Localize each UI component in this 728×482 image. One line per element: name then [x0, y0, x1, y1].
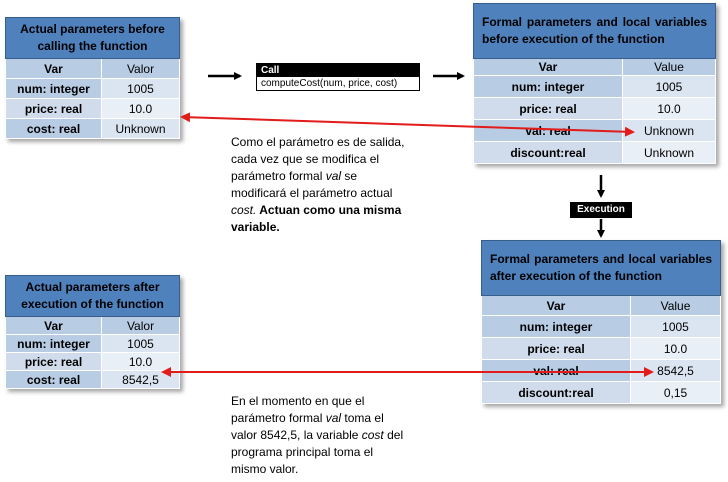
- note-line: programa principal toma el: [231, 445, 374, 459]
- note-bold: variable.: [231, 220, 280, 234]
- note-bold: Actuan como una misma: [256, 203, 402, 217]
- var-name-cell: cost: real: [5, 118, 102, 139]
- note-line: Como el parámetro es de salida,: [231, 135, 405, 149]
- note-line: modificará el parámetro actual: [231, 186, 393, 200]
- var-name-cell: num: integer: [5, 78, 102, 99]
- var-value-cell: Unknown: [622, 119, 716, 142]
- var-value-cell: 1005: [101, 78, 180, 99]
- column-header-var: Var: [481, 295, 631, 316]
- var-name-cell: cost: real: [5, 370, 102, 389]
- link-arrow-cost-val-before: [180, 112, 635, 137]
- var-value-cell: Unknown: [101, 118, 180, 139]
- table-actual-before: Actual parameters before calling the fun…: [5, 17, 180, 139]
- var-value-cell: 0,15: [630, 381, 721, 404]
- call-signature: computeCost(num, price, cost): [261, 78, 398, 89]
- column-header-value: Value: [630, 295, 721, 316]
- var-name-cell: discount:real: [481, 381, 631, 404]
- var-value-cell: 1005: [630, 315, 721, 338]
- explanation-note-bottom: En el momento en que el parámetro formal…: [231, 393, 431, 478]
- column-header-var: Var: [473, 58, 623, 76]
- note-line: variable.: [231, 219, 431, 236]
- note-emphasis: cost.: [231, 203, 257, 217]
- var-name-cell: discount:real: [473, 141, 623, 164]
- note-text: parámetro formal: [231, 411, 326, 425]
- call-label: Call: [257, 64, 419, 77]
- table-actual-after: Actual parameters after execution of the…: [5, 275, 180, 389]
- execution-label: Execution: [570, 202, 632, 218]
- var-name-cell: price: real: [5, 98, 102, 119]
- table-title: Formal parameters and local variables af…: [481, 240, 721, 296]
- var-value-cell: 10.0: [630, 337, 721, 360]
- note-line: parámetro formal val se: [231, 168, 431, 185]
- table-formal-before: Formal parameters and local variables be…: [473, 3, 716, 164]
- note-emphasis: val: [325, 411, 342, 425]
- table-title: Actual parameters after execution of the…: [5, 275, 180, 317]
- var-value-cell: 10.0: [101, 352, 180, 371]
- call-box: Call computeCost(num, price, cost): [256, 63, 420, 91]
- note-text: parámetro formal: [231, 169, 326, 183]
- note-line: mismo valor.: [231, 462, 299, 476]
- var-value-cell: 10.0: [622, 97, 716, 120]
- note-text: toma el: [341, 411, 384, 425]
- table-formal-after: Formal parameters and local variables af…: [481, 240, 721, 404]
- table-title: Formal parameters and local variables be…: [473, 3, 716, 59]
- column-header-value: Valor: [101, 316, 180, 335]
- table-title: Actual parameters before calling the fun…: [5, 17, 180, 59]
- var-value-cell: Unknown: [622, 141, 716, 164]
- var-value-cell: 8542,5: [101, 370, 180, 389]
- var-name-cell: num: integer: [5, 334, 102, 353]
- note-line: valor 8542,5, la variable cost del: [231, 427, 431, 444]
- note-line: cada vez que se modifica el: [231, 152, 380, 166]
- note-emphasis: cost: [361, 428, 384, 442]
- note-text: del: [383, 428, 404, 442]
- column-header-var: Var: [5, 58, 102, 79]
- explanation-note-top: Como el parámetro es de salida, cada vez…: [231, 134, 431, 236]
- note-emphasis: val: [325, 169, 342, 183]
- note-text: valor 8542,5, la variable: [231, 428, 362, 442]
- var-name-cell: num: integer: [481, 315, 631, 338]
- note-line: parámetro formal val toma el: [231, 410, 431, 427]
- note-line: cost. Actuan como una misma: [231, 202, 431, 219]
- var-value-cell: 1005: [622, 75, 716, 98]
- var-name-cell: num: integer: [473, 75, 623, 98]
- var-name-cell: price: real: [5, 352, 102, 371]
- note-text: se: [341, 169, 358, 183]
- column-header-value: Valor: [101, 58, 180, 79]
- note-line: En el momento en que el: [231, 394, 365, 408]
